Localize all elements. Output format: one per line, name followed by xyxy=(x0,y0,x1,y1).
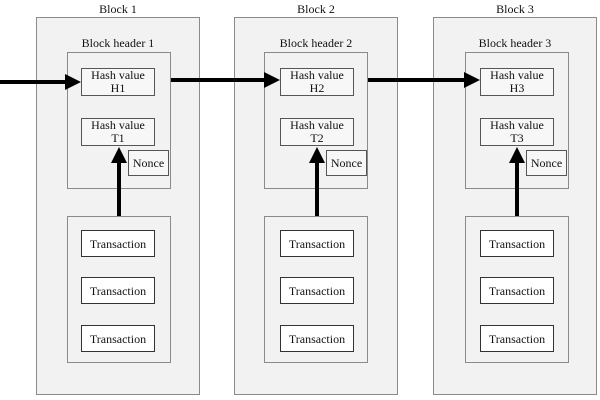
transaction-3-1: Transaction xyxy=(480,230,554,257)
hash-h1-id: H1 xyxy=(110,81,126,95)
block-2-title: Block 2 xyxy=(297,2,335,16)
block-3-title: Block 3 xyxy=(496,2,534,16)
hash-h3-label: Hash value xyxy=(490,68,544,82)
block-header-1-title: Block header 1 xyxy=(81,36,155,50)
hash-value-t3: Hash value T3 xyxy=(480,118,554,146)
hash-h3-id: H3 xyxy=(509,81,525,95)
hash-value-h3: Hash value H3 xyxy=(480,68,554,96)
transaction-2-3: Transaction xyxy=(280,325,354,352)
transaction-2-2: Transaction xyxy=(280,277,354,304)
transaction-2-1: Transaction xyxy=(280,230,354,257)
hash-h1-label: Hash value xyxy=(91,68,145,82)
nonce-1: Nonce xyxy=(128,150,169,176)
transaction-1-2: Transaction xyxy=(81,277,155,304)
hash-h2-label: Hash value xyxy=(290,68,344,82)
transaction-3-3: Transaction xyxy=(480,325,554,352)
transaction-3-2: Transaction xyxy=(480,277,554,304)
hash-t2-id: T2 xyxy=(310,131,324,145)
hash-t1-label: Hash value xyxy=(91,118,145,132)
transaction-1-1: Transaction xyxy=(81,230,155,257)
hash-h2-id: H2 xyxy=(309,81,325,95)
hash-value-t1: Hash value T1 xyxy=(81,118,155,146)
hash-t1-id: T1 xyxy=(111,131,125,145)
block-1-title: Block 1 xyxy=(99,2,137,16)
nonce-2: Nonce xyxy=(326,150,367,176)
nonce-3: Nonce xyxy=(526,150,567,176)
transaction-1-3: Transaction xyxy=(81,325,155,352)
hash-value-h2: Hash value H2 xyxy=(280,68,354,96)
hash-t3-label: Hash value xyxy=(490,118,544,132)
block-header-2-title: Block header 2 xyxy=(279,36,353,50)
hash-t2-label: Hash value xyxy=(290,118,344,132)
block-header-3-title: Block header 3 xyxy=(478,36,552,50)
hash-t3-id: T3 xyxy=(510,131,524,145)
hash-value-t2: Hash value T2 xyxy=(280,118,354,146)
hash-value-h1: Hash value H1 xyxy=(81,68,155,96)
